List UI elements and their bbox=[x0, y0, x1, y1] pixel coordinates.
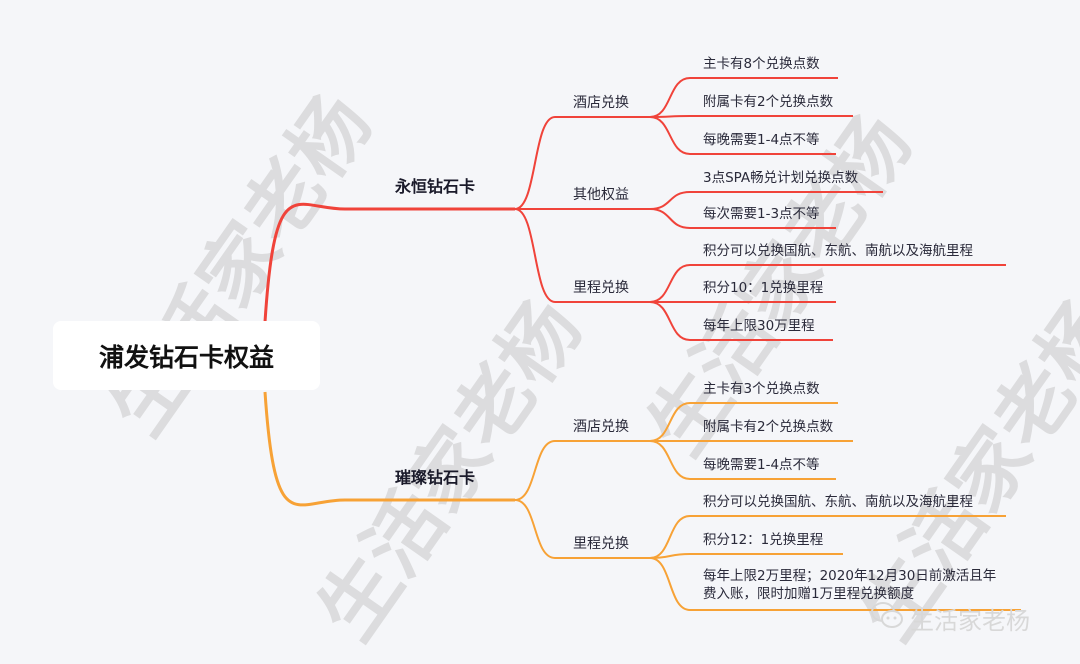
connector-line bbox=[514, 116, 650, 210]
connector-line bbox=[514, 208, 650, 303]
leaf-node[interactable]: 主卡有8个兑换点数 bbox=[703, 56, 820, 72]
leaf-node[interactable]: 附属卡有2个兑换点数 bbox=[703, 94, 834, 110]
connector-line bbox=[649, 77, 838, 118]
root-node[interactable]: 浦发钻石卡权益 bbox=[53, 321, 320, 390]
connector-line bbox=[649, 440, 836, 480]
branch-node[interactable]: 永恒钻石卡 bbox=[394, 177, 475, 196]
wechat-icon bbox=[870, 600, 904, 636]
connector-line bbox=[514, 499, 650, 559]
branch-node[interactable]: 璀璨钻石卡 bbox=[395, 468, 475, 487]
leaf-node[interactable]: 每晚需要1-4点不等 bbox=[703, 131, 820, 148]
leaf-node[interactable]: 主卡有3个兑换点数 bbox=[703, 381, 820, 397]
category-node[interactable]: 里程兑换 bbox=[573, 535, 629, 552]
connector-line bbox=[263, 391, 515, 507]
brand-text: 生活家老杨 bbox=[910, 606, 1030, 635]
category-node[interactable]: 其他权益 bbox=[573, 187, 629, 203]
leaf-node[interactable]: 3点SPA畅兑计划兑换点数 bbox=[703, 170, 859, 186]
connector-line bbox=[263, 202, 515, 323]
connector-line bbox=[649, 264, 1006, 303]
category-node[interactable]: 里程兑换 bbox=[573, 279, 629, 296]
brand-mark: 生活家老杨 bbox=[870, 600, 1030, 636]
leaf-node[interactable]: 附属卡有2个兑换点数 bbox=[703, 419, 834, 435]
connector-line bbox=[649, 402, 838, 442]
connector-line bbox=[649, 553, 843, 559]
category-node[interactable]: 酒店兑换 bbox=[573, 418, 629, 435]
connector-line bbox=[649, 116, 836, 155]
connector-line bbox=[649, 115, 853, 118]
leaf-node[interactable]: 每晚需要1-4点不等 bbox=[703, 456, 820, 473]
leaf-node[interactable]: 积分可以兑换国航、东航、南航以及海航里程 bbox=[703, 494, 973, 510]
connector-line bbox=[649, 301, 833, 341]
leaf-node[interactable]: 每次需要1-3点不等 bbox=[703, 205, 820, 222]
leaf-node[interactable]: 费入账，限时加赠1万里程兑换额度 bbox=[703, 586, 914, 602]
watermark: 生活家老杨 bbox=[92, 80, 389, 451]
connector-line bbox=[649, 515, 1006, 559]
leaf-node[interactable]: 每年上限2万里程；2020年12月30日前激活且年 bbox=[703, 567, 996, 584]
connector-line bbox=[649, 557, 1021, 611]
connector-line bbox=[649, 191, 883, 210]
leaf-node[interactable]: 积分可以兑换国航、东航、南航以及海航里程 bbox=[703, 243, 973, 259]
leaf-node[interactable]: 每年上限30万里程 bbox=[703, 318, 815, 334]
leaf-node[interactable]: 积分12：1兑换里程 bbox=[703, 532, 823, 548]
leaf-node[interactable]: 积分10：1兑换里程 bbox=[703, 280, 823, 296]
connector-line bbox=[514, 440, 650, 501]
category-node[interactable]: 酒店兑换 bbox=[573, 94, 629, 111]
connector-line bbox=[649, 208, 836, 229]
